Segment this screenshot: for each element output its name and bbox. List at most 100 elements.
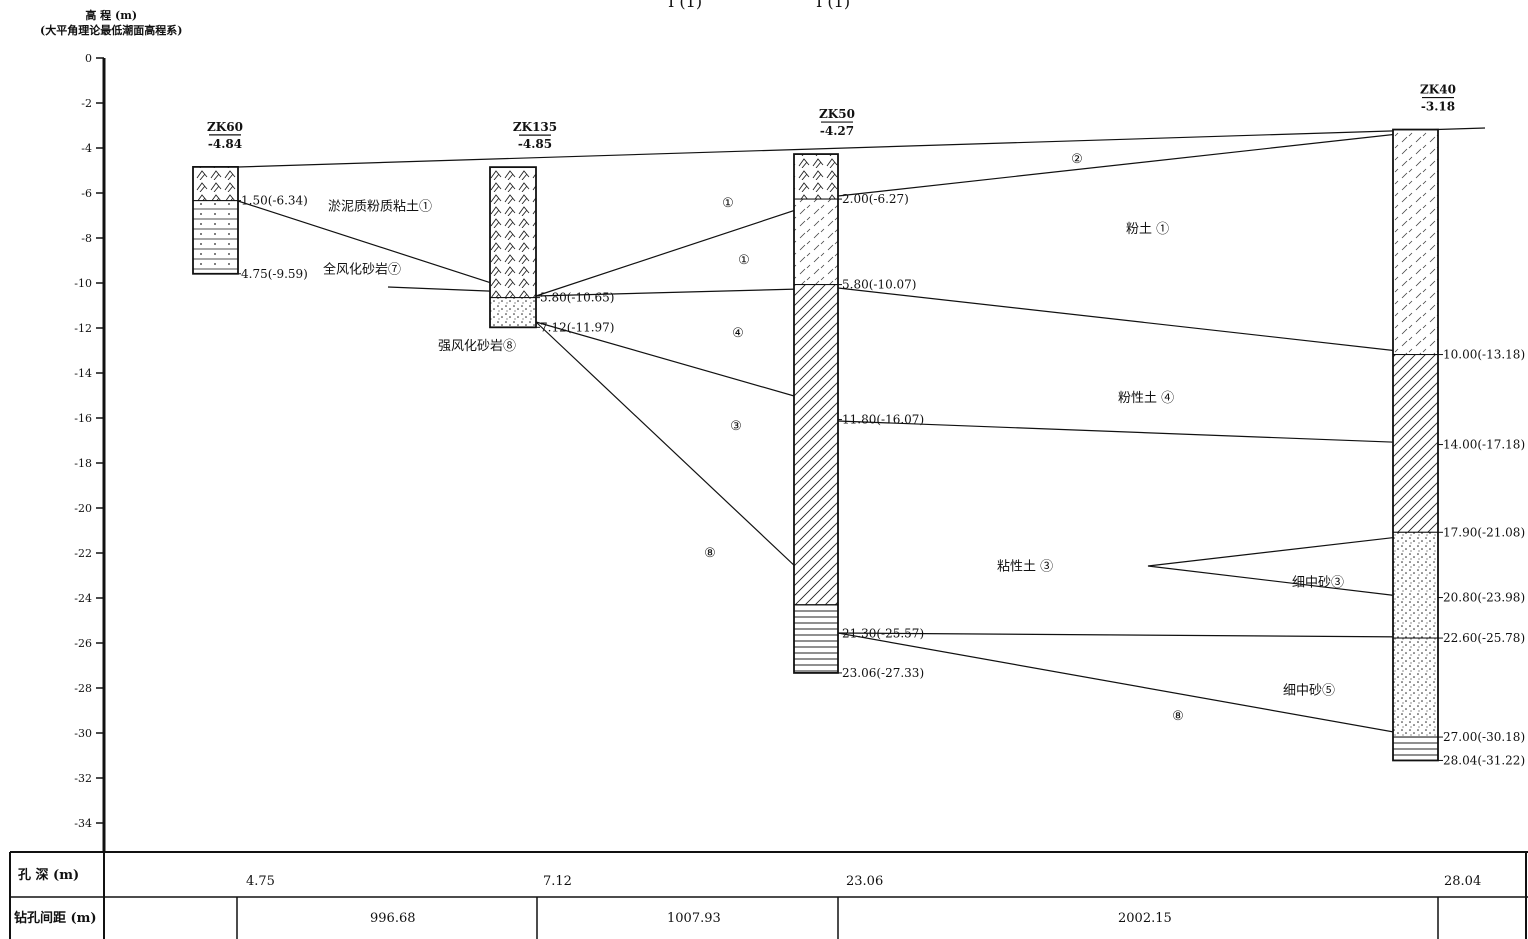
y-tick-label: -32 xyxy=(74,772,92,785)
borehole-column xyxy=(192,165,239,275)
spacing-cell: 2002.15 xyxy=(1118,911,1172,926)
borehole-layer xyxy=(1392,736,1439,761)
boundary-line xyxy=(535,195,839,297)
borehole-zk40: ZK40 -3.18 10.00(-13.18) 14.00(-17.18) 17.90… xyxy=(1392,83,1525,767)
borehole-top-elevation: -4.85 xyxy=(518,137,552,151)
borehole-layer xyxy=(192,200,239,275)
depth-label: 11.80(-16.07) xyxy=(842,413,924,427)
y-tick-label: 0 xyxy=(85,52,92,65)
borehole-layer xyxy=(1392,637,1439,738)
borehole-layer xyxy=(489,297,537,328)
stratum-label: 淤泥质粉质粘土① xyxy=(328,200,432,215)
depth-label: 28.04(-31.22) xyxy=(1443,753,1525,767)
depth-cell: 7.12 xyxy=(543,874,572,889)
depth-label: 27.00(-30.18) xyxy=(1443,730,1525,744)
borehole-layer xyxy=(489,166,537,299)
y-tick-label: -18 xyxy=(74,457,92,470)
strata-labels: 淤泥质粉质粘土① 全风化砂岩⑦ 强风化砂岩⑧ 粉土 ① 粉性土 ④ 粘性土 ③ 细中砂③ 细中… xyxy=(323,200,1344,699)
stratum-boundaries xyxy=(237,127,1486,737)
depth-label: 4.75(-9.59) xyxy=(241,267,308,281)
boundary-line xyxy=(837,632,1417,638)
layer-marker: ① xyxy=(738,253,750,268)
borehole-zk60: ZK60 -4.84 1.50(-6.34) 4.75(-9.59) xyxy=(192,120,308,281)
lens-line xyxy=(1147,534,1417,599)
borehole-column xyxy=(793,153,839,674)
boundary-line xyxy=(535,321,816,586)
borehole-id: ZK40 xyxy=(1420,83,1456,97)
section-title-right: I (1) xyxy=(816,0,851,11)
boreholes: ZK60 -4.84 1.50(-6.34) 4.75(-9.59) ZK135 -4.8… xyxy=(192,83,1525,767)
boundary-line xyxy=(535,321,816,403)
borehole-zk135: ZK135 -4.85 5.80(-10.65) 7.12(-11.97) xyxy=(489,120,615,334)
depth-label: 5.80(-10.65) xyxy=(540,291,615,305)
layer-marker: ⑧ xyxy=(704,546,716,561)
y-tick-label: -30 xyxy=(74,727,92,740)
y-tick-label: -4 xyxy=(81,142,92,155)
depth-label: 1.50(-6.34) xyxy=(241,194,308,208)
y-tick-label: -24 xyxy=(74,592,92,605)
spacing-row-label: 钻孔间距 (m) xyxy=(14,910,97,926)
depth-label: 14.00(-17.18) xyxy=(1443,438,1525,452)
depth-cell: 28.04 xyxy=(1444,874,1481,889)
spacing-cell: 996.68 xyxy=(370,911,416,926)
y-tick-label: -22 xyxy=(74,547,92,560)
y-axis-title-line1: 高 程 (m) xyxy=(85,9,138,22)
borehole-top-elevation: -3.18 xyxy=(1421,100,1455,114)
y-tick-label: -20 xyxy=(74,502,92,515)
y-tick-label: -2 xyxy=(81,97,92,110)
section-title-left: I (1) xyxy=(668,0,703,11)
depth-row-label: 孔 深 (m) xyxy=(18,867,79,883)
stratum-label: 全风化砂岩⑦ xyxy=(323,262,401,278)
borehole-top-elevation: -4.27 xyxy=(820,124,854,138)
depth-label: 20.80(-23.98) xyxy=(1443,591,1525,605)
boundary-line xyxy=(837,131,1417,197)
y-axis-ticks: 0-2-4-6-8-10-12-14-16-18-20-22-24-26-28-… xyxy=(74,52,104,830)
depth-label: 21.30(-25.57) xyxy=(842,626,924,640)
stratum-label: 细中砂⑤ xyxy=(1283,683,1335,698)
borehole-column xyxy=(489,166,537,329)
boundary-line xyxy=(837,420,1417,444)
depth-label: 10.00(-13.18) xyxy=(1443,348,1525,362)
boundary-line xyxy=(535,287,839,297)
borehole-layer xyxy=(1392,354,1439,533)
borehole-id: ZK135 xyxy=(513,120,557,134)
borehole-layer xyxy=(192,166,239,202)
borehole-id: ZK60 xyxy=(207,120,243,134)
y-tick-label: -16 xyxy=(74,412,92,425)
stratum-label: 强风化砂岩⑧ xyxy=(438,339,516,354)
borehole-layer xyxy=(793,153,839,200)
surface-line xyxy=(237,127,1486,168)
stratum-label: 粘性土 ③ xyxy=(997,560,1053,575)
y-tick-label: -12 xyxy=(74,322,92,335)
depth-cell: 4.75 xyxy=(246,874,275,889)
y-tick-label: -10 xyxy=(74,277,92,290)
boundary-line xyxy=(237,200,514,291)
layer-marker: ④ xyxy=(732,326,744,341)
borehole-layer xyxy=(1392,129,1439,356)
borehole-id: ZK50 xyxy=(819,107,855,121)
borehole-zk50: ZK50 -4.27 2.00(-6.27) 5.80(-10.07) 11.80(-1… xyxy=(793,107,924,680)
y-tick-label: -26 xyxy=(74,637,92,650)
depth-label: 17.90(-21.08) xyxy=(1443,525,1525,539)
layer-marker: ⑧ xyxy=(1172,709,1184,724)
depth-label: 23.06(-27.33) xyxy=(842,666,924,680)
borehole-layer xyxy=(1392,531,1439,639)
y-axis-title: 高 程 (m) (大平角理论最低潮面高程系) xyxy=(40,8,182,38)
stratum-label: 粉性土 ④ xyxy=(1118,391,1174,406)
spacing-cell: 1007.93 xyxy=(667,911,721,926)
depth-label: 5.80(-10.07) xyxy=(842,278,917,292)
borehole-top-elevation: -4.84 xyxy=(208,137,242,151)
borehole-layer xyxy=(793,604,839,674)
y-tick-label: -6 xyxy=(81,187,92,200)
layer-marker: ③ xyxy=(730,419,742,434)
stratum-label: 细中砂③ xyxy=(1292,575,1344,590)
depth-label: 7.12(-11.97) xyxy=(540,320,615,334)
boundary-line xyxy=(837,287,1417,354)
depth-cell: 23.06 xyxy=(846,874,883,889)
stratum-label: 粉土 ① xyxy=(1126,222,1169,237)
y-tick-label: -8 xyxy=(81,232,92,245)
layer-marker: ② xyxy=(1071,152,1083,167)
depth-label: 2.00(-6.27) xyxy=(842,192,909,206)
